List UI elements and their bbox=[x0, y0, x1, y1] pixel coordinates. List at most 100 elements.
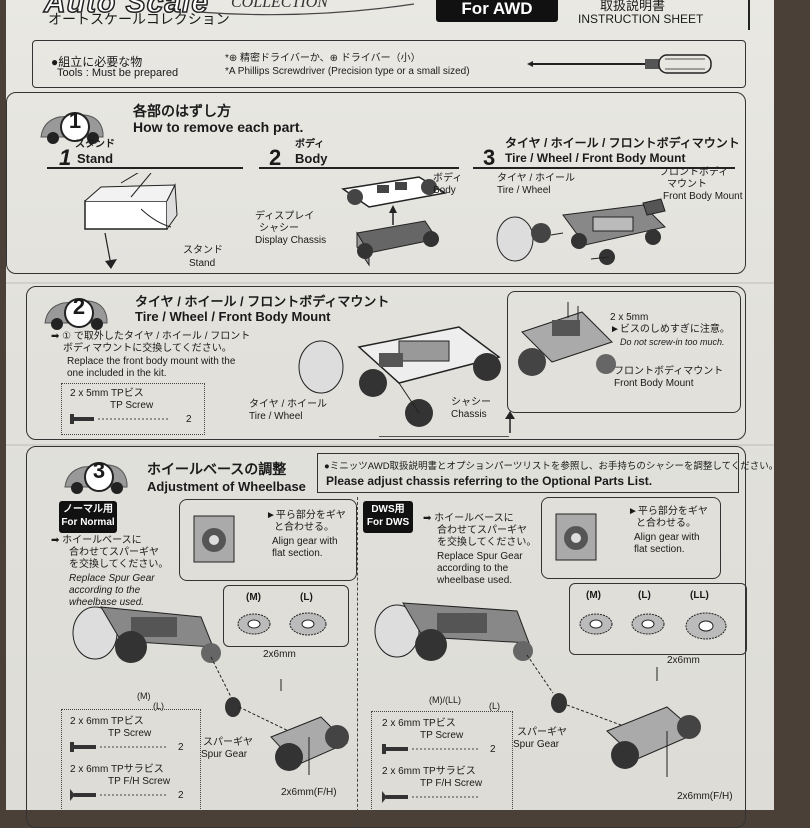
dws-spur-jp: スパーギヤ bbox=[517, 727, 567, 738]
fold-crease bbox=[6, 444, 774, 446]
step1-panel: 1 各部のはずし方 How to remove each part. 1 スタン… bbox=[6, 92, 746, 274]
step2-note-jp1: ➡ ① で取外したタイヤ / ホイール / フロント bbox=[51, 331, 251, 342]
dws-chassis-illustration bbox=[374, 602, 701, 777]
dws-screw2-jp: 2 x 6mm TPサラビス bbox=[382, 766, 476, 777]
detail-size: 2 x 5mm bbox=[610, 312, 649, 323]
dws-spur-gear-options-icon bbox=[579, 612, 727, 640]
subtitle: オートスケールコレクション bbox=[48, 11, 230, 27]
dws-gear-ll: (LL) bbox=[690, 590, 709, 601]
normal-size2: 2x6mm(F/H) bbox=[281, 787, 337, 798]
normal-align-en1: Align gear with bbox=[272, 536, 338, 547]
tools-desc-en: *A Phillips Screwdriver (Precision type … bbox=[225, 66, 470, 77]
fh-screw-icon bbox=[70, 789, 166, 801]
sub2-number: 2 bbox=[269, 145, 282, 170]
step1-title-jp: 各部のはずし方 bbox=[133, 103, 231, 119]
dws-screw1-qty: 2 bbox=[490, 744, 496, 755]
normal-align-callout: ►平ら部分をギヤ と合わせる。 Align gear with flat sec… bbox=[179, 499, 357, 581]
normal-gear-l: (L) bbox=[300, 592, 313, 603]
dws-mark-l: (L) bbox=[489, 701, 500, 711]
normal-screw1-en: TP Screw bbox=[108, 728, 152, 739]
dws-desc-jp1: ➡ ホイールベースに bbox=[423, 513, 514, 524]
step2-note-en2: one included in the kit. bbox=[67, 368, 167, 379]
arrow-up-icon bbox=[505, 411, 515, 433]
dws-desc-en2: according to the bbox=[437, 563, 509, 574]
collection-logo: COLLECTION bbox=[231, 0, 328, 11]
step3-note-box: ●ミニッツAWD取扱説明書とオプションパーツリストを参照し、お手持ちのシャシーを… bbox=[317, 453, 778, 493]
dws-desc-jp3: を交換してください。 bbox=[437, 537, 537, 548]
normal-gear-m: (M) bbox=[246, 592, 261, 603]
step2-panel: 2 タイヤ / ホイール / フロントボディマウント Tire / Wheel … bbox=[26, 286, 746, 440]
body-chassis-illustration bbox=[341, 176, 448, 267]
front-mount-detail-illustration bbox=[518, 302, 616, 376]
step1-number: 1 bbox=[68, 108, 82, 133]
chassis-illustration bbox=[298, 326, 509, 437]
step3-panel: 3 ホイールベースの調整 Adjustment of Wheelbase ●ミニ… bbox=[26, 446, 778, 828]
tp-screw-icon bbox=[70, 742, 166, 752]
tools-box: ●組立に必要な物 Tools : Must be prepared *⊕ 精密ド… bbox=[32, 40, 746, 88]
fbm-label-en: Front Body Mount bbox=[663, 191, 743, 202]
gear-mount-illustration bbox=[193, 515, 235, 563]
spur-gear-options-icon bbox=[237, 612, 327, 636]
sub2-en: Body bbox=[295, 151, 328, 166]
dws-gear-l: (L) bbox=[638, 590, 651, 601]
normal-screw-box: 2 x 6mm TPビス TP Screw 2 2 x 6mm TPサラビス T… bbox=[61, 709, 201, 811]
step3-note-en: Please adjust chassis referring to the O… bbox=[326, 474, 653, 488]
normal-mark-m: (M) bbox=[137, 691, 151, 701]
step3-note-jp: ●ミニッツAWD取扱説明書とオプションパーツリストを参照し、お手持ちのシャシーを… bbox=[324, 461, 779, 472]
normal-screw2-qty: 2 bbox=[178, 790, 184, 801]
sub1-en: Stand bbox=[77, 151, 114, 166]
dws-screw1-en: TP Screw bbox=[420, 730, 464, 741]
fbm-label-jp2: マウント bbox=[667, 179, 707, 190]
sub2-jp: ボディ bbox=[295, 139, 325, 150]
normal-spur-jp: スパーギヤ bbox=[203, 737, 253, 748]
step3-number: 3 bbox=[92, 458, 106, 483]
step2-tire-en: Tire / Wheel bbox=[249, 411, 303, 422]
manual-title-en: INSTRUCTION SHEET bbox=[578, 12, 704, 26]
instruction-sheet: Auto Scale COLLECTION オートスケールコレクション For … bbox=[6, 0, 778, 828]
body-label-en: Body bbox=[433, 185, 456, 196]
step2-title-jp: タイヤ / ホイール / フロントボディマウント bbox=[135, 294, 390, 309]
stand-illustration bbox=[84, 173, 178, 269]
for-awd-badge: For AWD bbox=[436, 0, 558, 22]
stand-label-jp: スタンド bbox=[183, 245, 223, 256]
normal-screw1-jp: 2 x 6mm TPビス bbox=[70, 716, 144, 727]
detail-fbm-jp: フロントボディマウント bbox=[614, 366, 724, 377]
sub3-underline bbox=[473, 167, 735, 169]
normal-align-jp2: と合わせる。 bbox=[274, 522, 334, 533]
sub1-number: 1 bbox=[59, 145, 72, 170]
dws-size1: 2x6mm bbox=[667, 655, 700, 666]
for-normal-tag: ノーマル用 For Normal bbox=[59, 501, 117, 533]
stand-label-en: Stand bbox=[189, 258, 216, 269]
normal-align-en2: flat section. bbox=[272, 548, 323, 559]
normal-size1: 2x6mm bbox=[263, 649, 296, 660]
normal-screw1-qty: 2 bbox=[178, 742, 184, 753]
sub3-en: Tire / Wheel / Front Body Mount bbox=[505, 151, 686, 165]
step2-chassis-jp: シャシー bbox=[451, 397, 491, 408]
sub3-number: 3 bbox=[483, 145, 496, 170]
brand-logo: Auto Scale bbox=[43, 0, 210, 20]
dws-screw2-en: TP F/H Screw bbox=[420, 778, 483, 789]
body-label-jp: ボディ bbox=[433, 173, 463, 184]
dws-screw1-jp: 2 x 6mm TPビス bbox=[382, 718, 456, 729]
screw-spec-jp: 2 x 5mm TPビス bbox=[70, 388, 144, 399]
normal-desc-jp3: を交換してください。 bbox=[69, 559, 169, 570]
for-dws-tag: DWS用 For DWS bbox=[363, 501, 413, 533]
dws-align-callout: ►平ら部分をギヤ と合わせる。 Align gear with flat sec… bbox=[541, 497, 721, 579]
for-normal-tag-jp: ノーマル用 bbox=[63, 504, 113, 515]
normal-desc-en3: wheelbase used. bbox=[69, 597, 145, 608]
dws-align-en1: Align gear with bbox=[634, 532, 700, 543]
dws-spur-en: Spur Gear bbox=[513, 739, 560, 750]
screw-spec-en: TP Screw bbox=[110, 400, 154, 411]
step2-badge-icon bbox=[44, 298, 108, 330]
dws-align-jp1: ►平ら部分をギヤ bbox=[628, 506, 708, 517]
for-dws-tag-jp: DWS用 bbox=[371, 504, 405, 515]
dws-gear-options: (M) (L) (LL) bbox=[569, 583, 747, 655]
normal-desc-jp1: ➡ ホイールベースに bbox=[51, 535, 142, 546]
screw-spec-box: 2 x 5mm TPビス TP Screw 2 bbox=[61, 383, 205, 435]
fbm-label-jp1: フロントボディ bbox=[659, 167, 729, 178]
step2-note-en1: Replace the front body mount with the bbox=[67, 356, 236, 367]
dws-mark: (M)/(LL) bbox=[429, 695, 461, 705]
dws-desc-jp2: 合わせてスパーギヤ bbox=[437, 525, 527, 536]
detail-warning-jp: ►ビスのしめすぎに注意。 bbox=[610, 324, 730, 335]
step2-number: 2 bbox=[72, 294, 86, 319]
